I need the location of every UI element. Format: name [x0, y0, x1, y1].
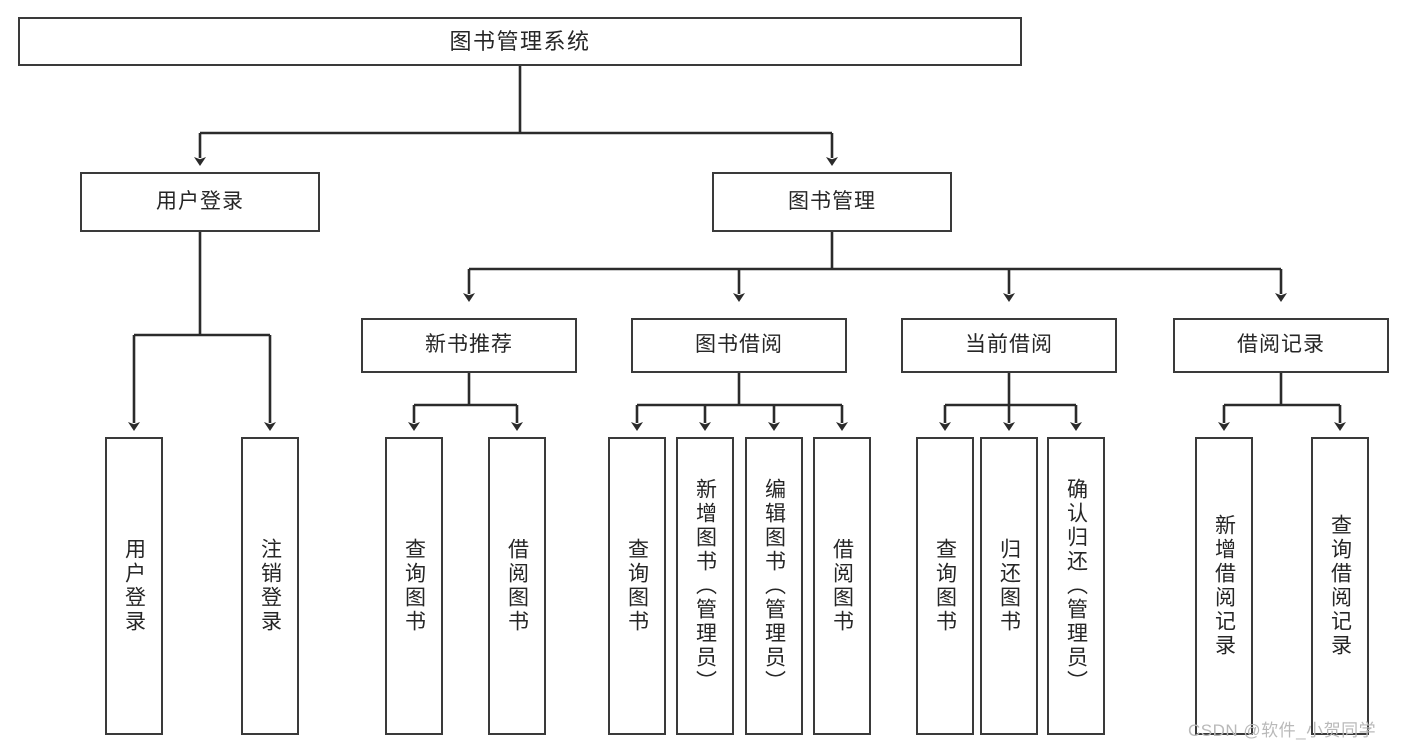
node-user-login[interactable]: 用户登录	[80, 172, 320, 232]
node-label: 图书管理	[788, 189, 876, 213]
node-label: 查询图书	[402, 538, 426, 634]
node-label: 新书推荐	[425, 333, 513, 357]
leaf-query-book-borrow[interactable]: 查询图书	[608, 437, 666, 735]
node-label: 当前借阅	[965, 333, 1053, 357]
node-label: 用户登录	[122, 538, 146, 634]
node-label: 新增借阅记录	[1212, 514, 1236, 658]
node-label: 查询图书	[933, 538, 957, 634]
node-label: 归还图书	[997, 538, 1021, 634]
leaf-confirm-return[interactable]: 确认归还（管理员）	[1047, 437, 1105, 735]
node-borrow-record[interactable]: 借阅记录	[1173, 318, 1389, 373]
node-label: 查询图书	[625, 538, 649, 634]
node-current-borrow[interactable]: 当前借阅	[901, 318, 1117, 373]
node-new-book-recommend[interactable]: 新书推荐	[361, 318, 577, 373]
node-label: 图书借阅	[695, 333, 783, 357]
leaf-borrow-book[interactable]: 借阅图书	[813, 437, 871, 735]
node-label: 图书管理系统	[449, 28, 591, 54]
leaf-logout-login[interactable]: 注销登录	[241, 437, 299, 735]
node-label: 编辑图书（管理员）	[762, 478, 786, 694]
leaf-query-book-recommend[interactable]: 查询图书	[385, 437, 443, 735]
node-label: 新增图书（管理员）	[693, 478, 717, 694]
node-label: 借阅图书	[505, 538, 529, 634]
node-book-borrow[interactable]: 图书借阅	[631, 318, 847, 373]
node-label: 注销登录	[258, 538, 282, 634]
leaf-borrow-book-recommend[interactable]: 借阅图书	[488, 437, 546, 735]
leaf-add-borrow-record[interactable]: 新增借阅记录	[1195, 437, 1253, 735]
node-root-system[interactable]: 图书管理系统	[18, 17, 1022, 66]
leaf-edit-book[interactable]: 编辑图书（管理员）	[745, 437, 803, 735]
leaf-add-book[interactable]: 新增图书（管理员）	[676, 437, 734, 735]
node-label: 借阅记录	[1237, 333, 1325, 357]
leaf-return-book[interactable]: 归还图书	[980, 437, 1038, 735]
node-label: 借阅图书	[830, 538, 854, 634]
leaf-query-book-current[interactable]: 查询图书	[916, 437, 974, 735]
csdn-watermark: CSDN @软件_小贺同学	[1188, 721, 1377, 740]
node-label: 查询借阅记录	[1328, 514, 1352, 658]
node-book-management[interactable]: 图书管理	[712, 172, 952, 232]
node-label: 确认归还（管理员）	[1064, 478, 1088, 694]
node-label: 用户登录	[156, 189, 244, 213]
leaf-user-login[interactable]: 用户登录	[105, 437, 163, 735]
leaf-query-borrow-record[interactable]: 查询借阅记录	[1311, 437, 1369, 735]
